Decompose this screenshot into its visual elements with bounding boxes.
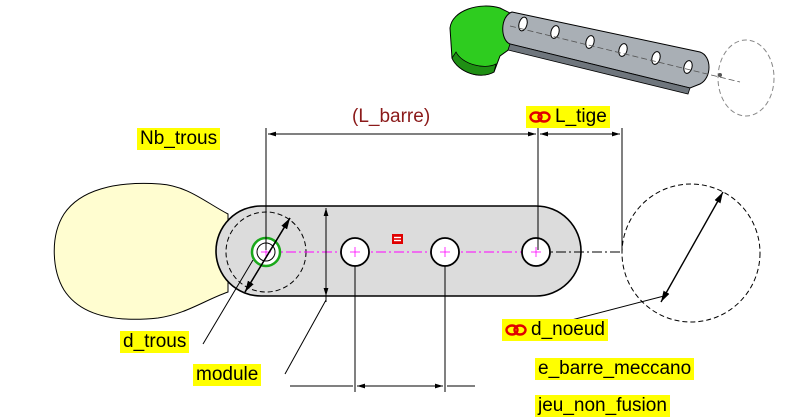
crank-end-shape [53, 182, 229, 320]
e-barre-meccano-label: e_barre_meccano [535, 358, 695, 380]
pitch-dimension [290, 266, 475, 392]
nb-trous-label: Nb_trous [137, 128, 221, 150]
l-tige-text: L_tige [555, 106, 607, 127]
l-barre-dimension [265, 128, 539, 250]
chain-link-icon [505, 324, 527, 336]
isometric-view [449, 5, 775, 117]
node-circle [621, 183, 761, 323]
l-barre-label: (L_barre) [352, 106, 431, 127]
d-noeud-text: d_noeud [531, 319, 605, 340]
d-noeud-arrow [660, 191, 724, 303]
d-noeud-label: d_noeud [502, 319, 608, 341]
equal-symbol-icon [392, 234, 403, 244]
d-trous-label: d_trous [120, 331, 190, 353]
iso-green-side [451, 51, 497, 76]
iso-bar-side [507, 43, 691, 95]
module-label: module [193, 364, 262, 386]
jeu-non-fusion-label: jeu_non_fusion [535, 395, 670, 417]
iso-node-circle [717, 39, 775, 117]
l-tige-dimension [540, 128, 623, 252]
l-tige-label: L_tige [526, 106, 610, 128]
meccano-bar [215, 205, 582, 297]
chain-link-icon [529, 111, 551, 123]
